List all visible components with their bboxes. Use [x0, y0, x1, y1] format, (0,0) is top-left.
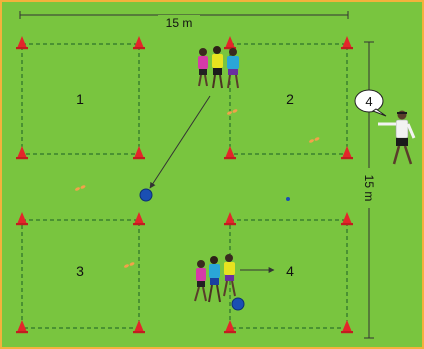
width-label: 15 m — [166, 16, 193, 30]
zone-2-boundary — [229, 43, 348, 155]
zone-3-boundary — [21, 219, 140, 329]
ball-icon — [139, 188, 153, 202]
player-group-bottom — [194, 254, 236, 303]
zone-2-label: 2 — [286, 91, 294, 107]
coach-speech-bubble: 4 — [354, 89, 387, 117]
player-icon — [227, 48, 239, 89]
player-icon — [208, 256, 221, 303]
player-icon — [212, 46, 223, 89]
ball-icon — [286, 197, 290, 201]
pitch — [2, 2, 422, 347]
zone-3-label: 3 — [76, 263, 84, 279]
player-icon — [194, 260, 207, 302]
coach-speech-text: 4 — [365, 94, 372, 109]
height-label: 15 m — [362, 175, 376, 202]
player-icon — [223, 254, 236, 297]
zone-4-label: 4 — [286, 263, 294, 279]
zone-1-boundary — [21, 43, 140, 155]
width-measurement: 15 m — [19, 11, 349, 30]
player-group-top — [198, 46, 239, 89]
player-icon — [198, 48, 208, 87]
coach-figure — [378, 110, 416, 165]
zone-1-label: 1 — [76, 91, 84, 107]
ball-icon — [231, 297, 245, 311]
movement-arrow — [149, 95, 211, 189]
